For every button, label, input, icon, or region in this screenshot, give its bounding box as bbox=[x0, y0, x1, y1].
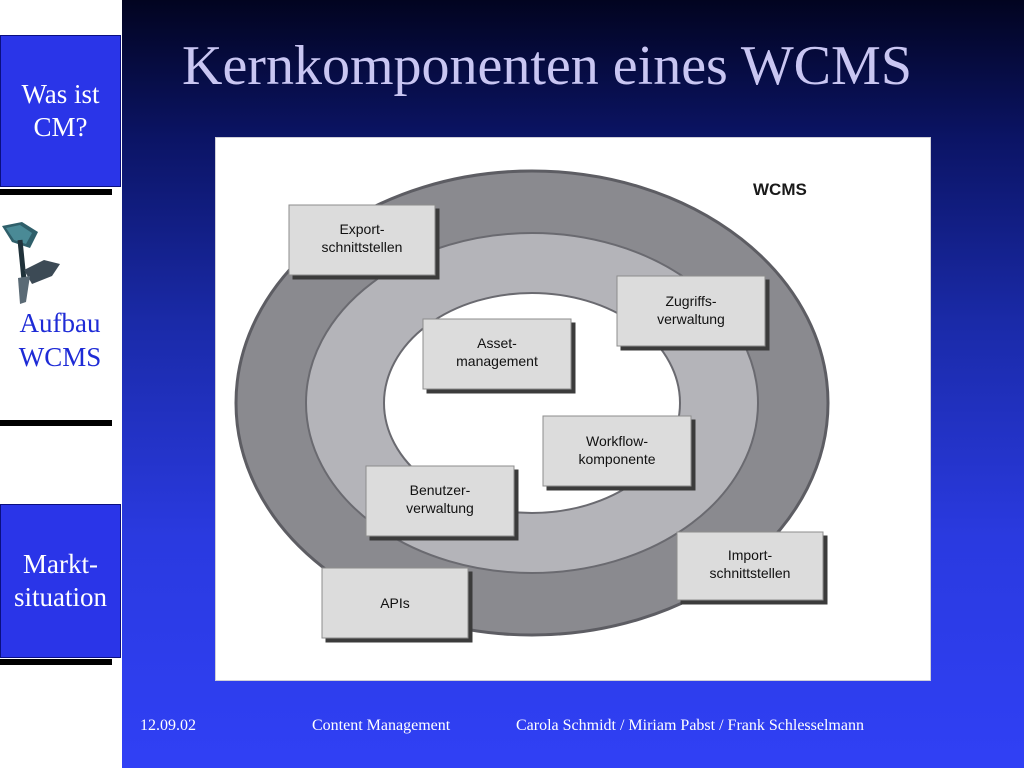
sidebar-item-label-line2: situation bbox=[14, 582, 107, 612]
box-label-line2: verwaltung bbox=[657, 311, 725, 327]
footer-topic: Content Management bbox=[312, 717, 451, 734]
dart-icon bbox=[2, 222, 60, 304]
slide-title: Kernkomponenten eines WCMS bbox=[182, 35, 912, 97]
box-label-line2: management bbox=[456, 353, 538, 369]
sidebar-divider bbox=[0, 659, 112, 665]
sidebar-nav: Was ist CM? Aufbau WCMS Markt- situation bbox=[0, 0, 122, 768]
sidebar-item-label-line2: CM? bbox=[33, 112, 88, 142]
asset-management-box: Asset- management bbox=[422, 318, 572, 390]
wcms-diagram: WCMS Export- schnittstellen Zugriffs- ve… bbox=[215, 137, 931, 681]
box-label-line2: schnittstellen bbox=[710, 565, 791, 581]
import-schnittstellen-box: Import- schnittstellen bbox=[676, 531, 824, 601]
sidebar-item-marktsituation[interactable]: Markt- situation bbox=[0, 504, 121, 658]
box-label-line1: Zugriffs- bbox=[665, 293, 716, 309]
box-label-line2: verwaltung bbox=[406, 500, 474, 516]
box-label-line1: APIs bbox=[380, 595, 410, 611]
benutzerverwaltung-box: Benutzer- verwaltung bbox=[365, 465, 515, 537]
box-label-line1: Workflow- bbox=[586, 433, 648, 449]
box-label-line1: Benutzer- bbox=[410, 482, 471, 498]
export-schnittstellen-box: Export- schnittstellen bbox=[288, 204, 436, 276]
sidebar-divider bbox=[0, 420, 112, 426]
box-label-line1: Asset- bbox=[477, 335, 517, 351]
sidebar-item-label-line1: Markt- bbox=[23, 549, 98, 579]
wcms-ring-label: WCMS bbox=[753, 180, 807, 199]
sidebar-item-label-line1: Aufbau bbox=[19, 308, 101, 338]
sidebar-item-was-ist-cm[interactable]: Was ist CM? bbox=[0, 35, 121, 187]
box-label-line2: komponente bbox=[578, 451, 655, 467]
footer-date: 12.09.02 bbox=[140, 717, 196, 734]
zugriffsverwaltung-box: Zugriffs- verwaltung bbox=[616, 275, 766, 347]
wcms-diagram-canvas: WCMS Export- schnittstellen Zugriffs- ve… bbox=[234, 169, 830, 639]
box-label-line1: Export- bbox=[339, 221, 384, 237]
sidebar-divider bbox=[0, 189, 112, 195]
sidebar-item-aufbau-wcms[interactable]: Aufbau WCMS bbox=[0, 306, 120, 374]
box-label-line1: Import- bbox=[728, 547, 773, 563]
apis-box: APIs bbox=[321, 567, 469, 639]
sidebar-item-label-line2: WCMS bbox=[18, 342, 102, 372]
sidebar-item-label-line1: Was ist bbox=[21, 79, 100, 109]
workflow-komponente-box: Workflow- komponente bbox=[542, 415, 692, 487]
box-label-line2: schnittstellen bbox=[322, 239, 403, 255]
footer-authors: Carola Schmidt / Miriam Pabst / Frank Sc… bbox=[516, 717, 864, 734]
